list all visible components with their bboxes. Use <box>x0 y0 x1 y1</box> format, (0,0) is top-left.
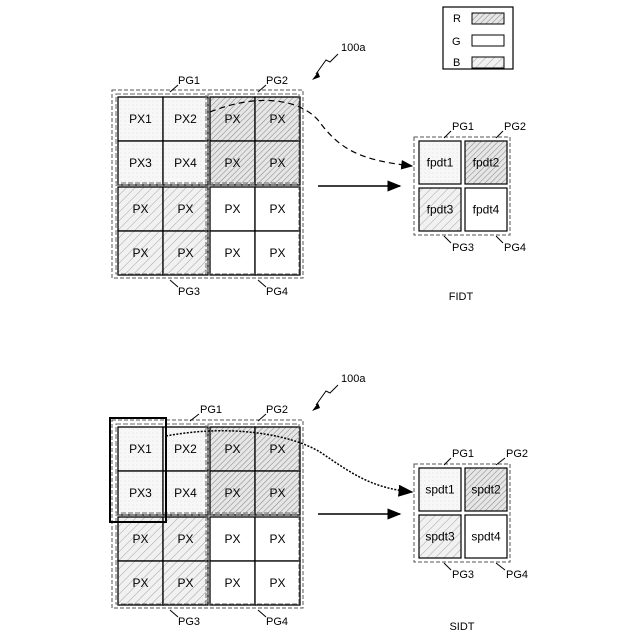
top-cell-label-0-1: PX2 <box>174 112 197 126</box>
top-pg4-label: PG4 <box>266 286 288 298</box>
bottom-ref-label: 100a <box>341 373 366 385</box>
legend-label-r: R <box>453 13 461 25</box>
bottom-cell-label-0-2: PX <box>224 442 240 456</box>
bottom-pg3-leader <box>170 610 178 617</box>
fidt-cell-label-2: fpdt2 <box>473 156 500 170</box>
bottom-cell-label-3-1: PX <box>177 576 193 590</box>
bottom-ref-squiggle <box>316 385 338 405</box>
top-cell-label-0-0: PX1 <box>129 112 152 126</box>
top-pixel-cells: PX1PX2PXPXPX3PX4PXPXPXPXPXPXPXPXPXPX <box>118 97 300 275</box>
top-cell-label-2-3: PX <box>269 202 285 216</box>
sidt-pg2-label: PG2 <box>506 448 528 460</box>
top-pg1-label: PG1 <box>178 75 200 87</box>
top-cell-label-3-0: PX <box>132 246 148 260</box>
fidt-cell-label-3: fpdt3 <box>427 203 454 217</box>
sidt-cell-label-2: spdt2 <box>471 483 501 497</box>
top-cell-label-1-0: PX3 <box>129 156 152 170</box>
bottom-cell-label-0-1: PX2 <box>174 442 197 456</box>
top-cell-label-0-2: PX <box>224 112 240 126</box>
fidt-pg4-label: PG4 <box>504 242 526 254</box>
sidt-cell-label-1: spdt1 <box>425 483 455 497</box>
bottom-cell-label-2-0: PX <box>132 532 148 546</box>
bottom-panel: 100a PX1PX2PXPXPX3PX4PXPXPXPXPXPXPXPXPXP… <box>110 373 528 633</box>
fidt-caption: FIDT <box>449 291 474 303</box>
fidt-pg4-leader <box>496 236 503 243</box>
legend-swatch-b <box>472 57 504 68</box>
sidt-pg3-leader <box>444 563 451 570</box>
bottom-pixel-cells: PX1PX2PXPXPX3PX4PXPXPXPXPXPXPXPXPXPX <box>118 427 300 605</box>
sidt-pg4-leader <box>496 563 505 570</box>
top-ref-squiggle <box>316 54 338 74</box>
bottom-cell-label-2-1: PX <box>177 532 193 546</box>
top-cell-label-1-1: PX4 <box>174 156 197 170</box>
top-cell-label-1-2: PX <box>224 156 240 170</box>
legend-swatch-g <box>472 35 504 46</box>
legend-label-b: B <box>453 57 460 69</box>
fidt-pg3-label: PG3 <box>452 242 474 254</box>
bottom-cell-label-1-3: PX <box>269 486 285 500</box>
sidt-pg1-label: PG1 <box>452 448 474 460</box>
top-panel: 100a PX1PX2PXPXPX3PX4PXPXPXPXPXPXPXPXPXP… <box>112 42 526 303</box>
fidt-cell-label-4: fpdt4 <box>473 203 500 217</box>
sidt-pg3-label: PG3 <box>452 569 474 581</box>
bottom-cell-label-3-3: PX <box>269 576 285 590</box>
legend: R G B <box>443 7 513 69</box>
bottom-pg4-label: PG4 <box>266 616 288 628</box>
bottom-cell-label-0-0: PX1 <box>129 442 152 456</box>
legend-label-g: G <box>452 36 461 48</box>
bottom-pg3-label: PG3 <box>178 616 200 628</box>
sidt-caption: SIDT <box>449 621 474 633</box>
top-cell-label-2-2: PX <box>224 202 240 216</box>
top-cell-label-3-3: PX <box>269 246 285 260</box>
sidt-pg4-label: PG4 <box>506 569 528 581</box>
top-cell-label-2-1: PX <box>177 202 193 216</box>
sidt-cells: spdt1 spdt2 spdt3 spdt4 <box>419 468 507 558</box>
legend-swatch-r <box>472 13 504 24</box>
bottom-pg2-label: PG2 <box>266 404 288 416</box>
bottom-pg4-leader <box>258 610 266 617</box>
bottom-cell-label-2-3: PX <box>269 532 285 546</box>
top-cell-label-2-0: PX <box>132 202 148 216</box>
top-pg2-label: PG2 <box>266 75 288 87</box>
bottom-pg1-label: PG1 <box>200 404 222 416</box>
bottom-cell-label-1-1: PX4 <box>174 486 197 500</box>
sidt-cell-label-3: spdt3 <box>425 530 455 544</box>
bottom-cell-label-3-0: PX <box>132 576 148 590</box>
sidt-cell-label-4: spdt4 <box>471 530 501 544</box>
fidt-pg2-label: PG2 <box>504 121 526 133</box>
top-pg4-leader <box>258 280 266 287</box>
top-cell-label-0-3: PX <box>269 112 285 126</box>
bottom-cell-label-2-2: PX <box>224 532 240 546</box>
fidt-pg3-leader <box>444 236 451 243</box>
top-pg3-leader <box>170 280 178 287</box>
bottom-cell-label-3-2: PX <box>224 576 240 590</box>
top-ref-label: 100a <box>341 42 366 54</box>
fidt-cell-label-1: fpdt1 <box>427 156 454 170</box>
fidt-cells: fpdt1 fpdt2 fpdt3 fpdt4 <box>419 141 507 231</box>
bottom-cell-label-0-3: PX <box>269 442 285 456</box>
top-cell-label-3-2: PX <box>224 246 240 260</box>
fidt-pg1-label: PG1 <box>452 121 474 133</box>
top-cell-label-1-3: PX <box>269 156 285 170</box>
top-pg1-leader <box>170 85 178 92</box>
bottom-cell-label-1-0: PX3 <box>129 486 152 500</box>
top-pg2-leader <box>258 85 266 92</box>
top-cell-label-3-1: PX <box>177 246 193 260</box>
top-pg3-label: PG3 <box>178 286 200 298</box>
bottom-cell-label-1-2: PX <box>224 486 240 500</box>
